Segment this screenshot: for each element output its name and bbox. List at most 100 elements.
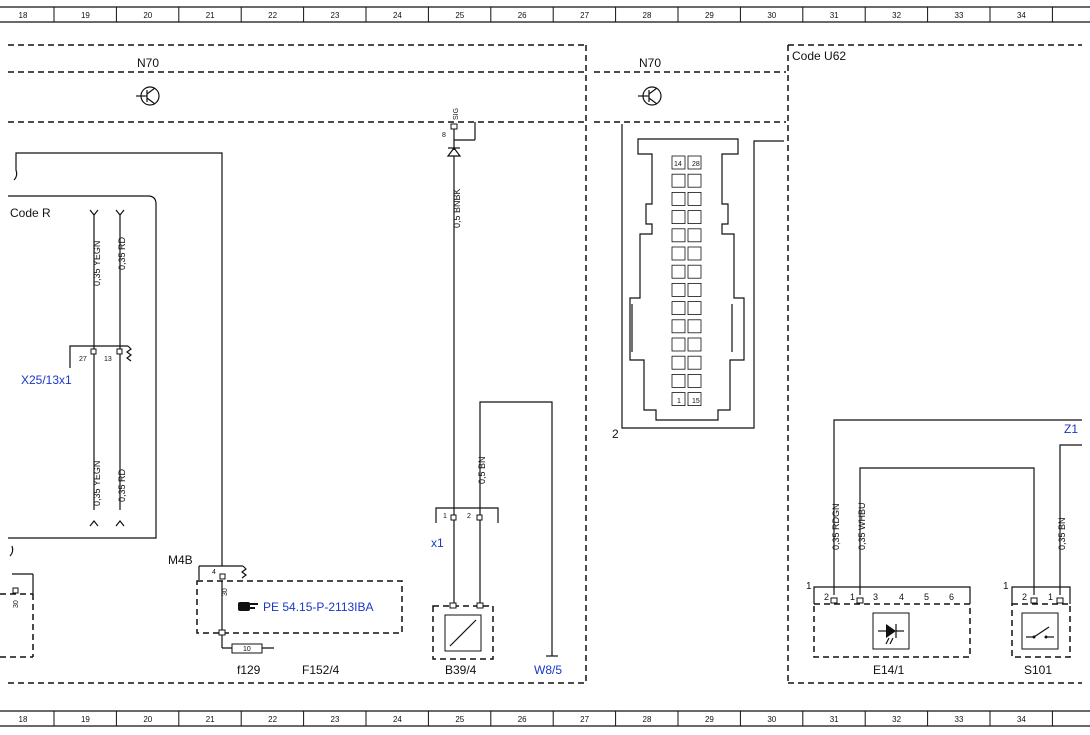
- ruler-bottom-number: 28: [643, 715, 652, 724]
- ruler-bottom-number: 33: [955, 715, 964, 724]
- wire-label-bnbk: 0,5 BNBK: [452, 188, 462, 228]
- pin-30-left: 30: [13, 600, 20, 608]
- wire-whbu: [859, 467, 1035, 595]
- connector-pin-cell: [671, 246, 686, 261]
- label-s101: S101: [1024, 663, 1052, 677]
- wire-label-rd-bottom: 0,35 RD: [117, 468, 127, 502]
- ruler-bottom-number: 24: [393, 715, 402, 724]
- connector-pin-cell: [671, 155, 686, 170]
- x25-pin-13: 13: [104, 356, 112, 363]
- ruler-bottom-number: 26: [518, 715, 527, 724]
- area-label-code-u62: Code U62: [792, 49, 846, 63]
- ruler-top-number: 18: [19, 11, 28, 20]
- e14-pin-number: 2: [824, 592, 829, 602]
- ruler-bottom-number: 29: [705, 715, 714, 724]
- ruler-bottom-number: 19: [81, 715, 90, 724]
- fuse-pin-10: 10: [243, 646, 251, 653]
- x25-pin-27: 27: [79, 356, 87, 363]
- ruler-top-number: 29: [705, 11, 714, 20]
- ruler-top-number: 32: [892, 11, 901, 20]
- wire-label-rd-top: 0,35 RD: [117, 236, 127, 270]
- z1-link[interactable]: Z1: [1064, 422, 1078, 436]
- wire-label-rdgn: 0,35 RDGN: [831, 503, 841, 550]
- grid-pin-15: 15: [692, 398, 700, 405]
- connector-pin-cell: [671, 373, 686, 388]
- connector-pin-cell: [687, 191, 702, 206]
- s101-pin-number: 1: [1048, 592, 1053, 602]
- connector-pin-cell: [671, 282, 686, 297]
- wire-rd: [115, 209, 125, 527]
- connector-pin-cell: [687, 392, 702, 407]
- connector-pin-cell: [687, 282, 702, 297]
- code-u62-frame: [787, 44, 1082, 684]
- connector-m4b: [198, 565, 247, 580]
- code-r-frame: [8, 195, 157, 539]
- connector-pin-cell: [671, 173, 686, 188]
- wire-rdgn: [833, 419, 1082, 595]
- wire-label-yegn-bottom: 0,35 YEGN: [92, 461, 102, 506]
- ruler-bottom-number: 31: [830, 715, 839, 724]
- w8-link[interactable]: W8/5: [534, 663, 562, 677]
- n70-frame-right: [594, 71, 786, 123]
- transistor-icon: [136, 86, 160, 106]
- sig-label: SIG: [453, 108, 460, 120]
- ruler-top-number: 26: [518, 11, 527, 20]
- connector-pin-cell: [687, 246, 702, 261]
- area-label-code-r: Code R: [10, 206, 51, 220]
- grid-pin-1: 1: [677, 398, 681, 405]
- connector-pin-cell: [687, 173, 702, 188]
- ruler-top: [0, 6, 1090, 23]
- connector-pin-cell: [687, 337, 702, 352]
- component-b39: [432, 602, 494, 660]
- grid-pin-14: 14: [674, 161, 682, 168]
- ruler-bottom-number: 30: [767, 715, 776, 724]
- n70-frame-left: [8, 44, 587, 684]
- ruler-top-number: 21: [206, 11, 215, 20]
- hand-pointer-icon: [238, 602, 258, 611]
- wire-label-yegn-top: 0,35 YEGN: [92, 241, 102, 286]
- ruler-bottom-number: 21: [206, 715, 215, 724]
- label-f129: f129: [237, 663, 261, 677]
- connector-pin-cell: [671, 228, 686, 243]
- ruler-bottom-number: 34: [1017, 715, 1026, 724]
- wire-bn: [479, 401, 558, 657]
- ruler-bottom-number: 22: [268, 715, 277, 724]
- area-label-n70-right: N70: [639, 56, 661, 70]
- n70-connector-housing: [621, 124, 784, 429]
- x1-pin-2: 2: [467, 513, 471, 520]
- reference-link[interactable]: PE 54.15-P-2113IBA: [263, 600, 374, 614]
- pin-30: 30: [222, 588, 229, 596]
- connector-pin-cell: [671, 337, 686, 352]
- area-label-n70-left: N70: [137, 56, 159, 70]
- component-e14: [813, 586, 971, 658]
- ruler-bottom-number: 18: [19, 715, 28, 724]
- connector-x1: [435, 507, 499, 523]
- e14-pin-number: 4: [899, 592, 904, 602]
- label-f152: F152/4: [302, 663, 340, 677]
- connector-pin-cell: [671, 264, 686, 279]
- ruler-bottom-number: 20: [143, 715, 152, 724]
- e14-pin-number: 6: [949, 592, 954, 602]
- x1-pin-1: 1: [443, 513, 447, 520]
- transistor-icon: [638, 86, 662, 106]
- ruler-top-number: 20: [143, 11, 152, 20]
- component-left-30: [0, 545, 34, 658]
- connector-pin-cell: [671, 301, 686, 316]
- wire-yegn: [89, 209, 99, 527]
- x1-link[interactable]: x1: [431, 536, 444, 550]
- s101-pin-label: 1: [1003, 581, 1009, 592]
- wire-bn-right: [1059, 444, 1082, 595]
- s101-pin-number: 2: [1022, 592, 1027, 602]
- connector-pin-cell: [671, 392, 686, 407]
- connector-pin-cell: [671, 210, 686, 225]
- x25-link[interactable]: X25/13x1: [21, 373, 72, 387]
- ruler-top-number: 27: [580, 11, 589, 20]
- label-b39: B39/4: [445, 663, 477, 677]
- ruler-top-number: 24: [393, 11, 402, 20]
- ruler-top-number: 22: [268, 11, 277, 20]
- connector-pin-cell: [687, 228, 702, 243]
- ruler-top-number: 30: [767, 11, 776, 20]
- e14-pin-number: 3: [873, 592, 878, 602]
- ruler-top-number: 28: [643, 11, 652, 20]
